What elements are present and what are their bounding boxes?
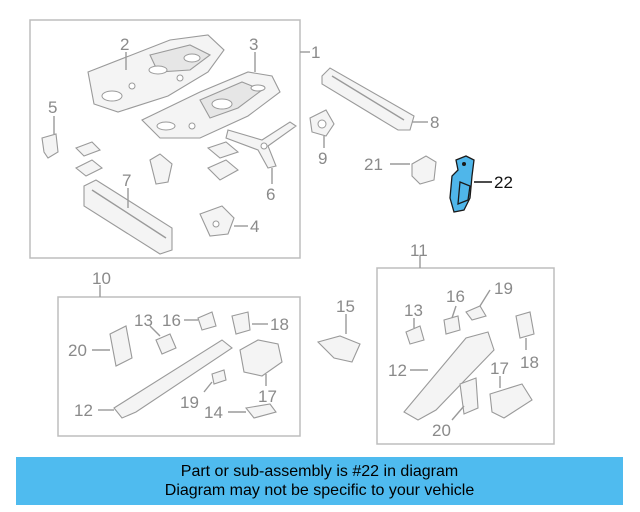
floor-pan-front-part[interactable]	[87, 34, 225, 113]
callout-1[interactable]: 1	[311, 43, 320, 62]
callout-7[interactable]: 7	[122, 171, 131, 190]
gusset-part-4[interactable]	[199, 205, 235, 237]
side-rail-part-7[interactable]	[83, 179, 173, 255]
assembly-box-1	[29, 19, 301, 259]
callout-11-17[interactable]: 17	[490, 359, 509, 378]
assembly-box-10	[57, 296, 301, 437]
bracket-part-21[interactable]	[411, 155, 437, 185]
assembly-box-11	[376, 267, 555, 445]
callout-6[interactable]: 6	[266, 185, 275, 204]
callout-10-18[interactable]: 18	[270, 315, 289, 334]
callout-11-12[interactable]: 12	[388, 361, 407, 380]
banner-line-2: Diagram may not be specific to your vehi…	[164, 482, 475, 499]
callout-11-16[interactable]: 16	[446, 287, 465, 306]
callout-10[interactable]: 10	[92, 269, 111, 288]
callout-11-20[interactable]: 20	[432, 421, 451, 440]
callout-10-13[interactable]: 13	[134, 311, 153, 330]
callout-10-12[interactable]: 12	[74, 401, 93, 420]
callout-10-16[interactable]: 16	[162, 311, 181, 330]
callout-11[interactable]: 11	[410, 241, 428, 260]
callout-9[interactable]: 9	[318, 149, 327, 168]
callout-22[interactable]: 22	[494, 173, 513, 192]
box11-parts	[403, 305, 535, 421]
bracket-part-5[interactable]	[41, 133, 59, 159]
bracket-part-15[interactable]	[316, 335, 361, 363]
callout-10-19[interactable]: 19	[180, 393, 199, 412]
callout-2[interactable]: 2	[120, 35, 129, 54]
floor-pan-rear-part[interactable]	[141, 71, 281, 139]
callout-11-13[interactable]: 13	[404, 301, 423, 320]
callout-10-17[interactable]: 17	[258, 387, 277, 406]
cross-member-part-6[interactable]	[225, 121, 297, 169]
callout-11-19[interactable]: 19	[494, 279, 513, 298]
callout-4[interactable]: 4	[250, 217, 259, 236]
callout-15[interactable]: 15	[336, 297, 355, 316]
small-bracket-parts	[74, 141, 240, 185]
reinforcement-part-8[interactable]	[321, 67, 415, 131]
highlighted-part-22[interactable]	[449, 155, 475, 213]
info-banner: Part or sub-assembly is #22 in diagram D…	[16, 457, 623, 505]
callout-10-14[interactable]: 14	[204, 403, 223, 422]
parts-diagram: 1 2 3 5 6	[29, 19, 555, 445]
box10-parts	[109, 311, 283, 419]
mount-part-9[interactable]	[309, 109, 335, 137]
callout-5[interactable]: 5	[48, 98, 57, 117]
callout-11-18[interactable]: 18	[520, 353, 539, 372]
callout-10-20[interactable]: 20	[68, 341, 87, 360]
callout-8[interactable]: 8	[430, 113, 439, 132]
callout-21[interactable]: 21	[364, 155, 383, 174]
banner-line-1: Part or sub-assembly is #22 in diagram	[180, 463, 459, 480]
callout-3[interactable]: 3	[249, 35, 258, 54]
